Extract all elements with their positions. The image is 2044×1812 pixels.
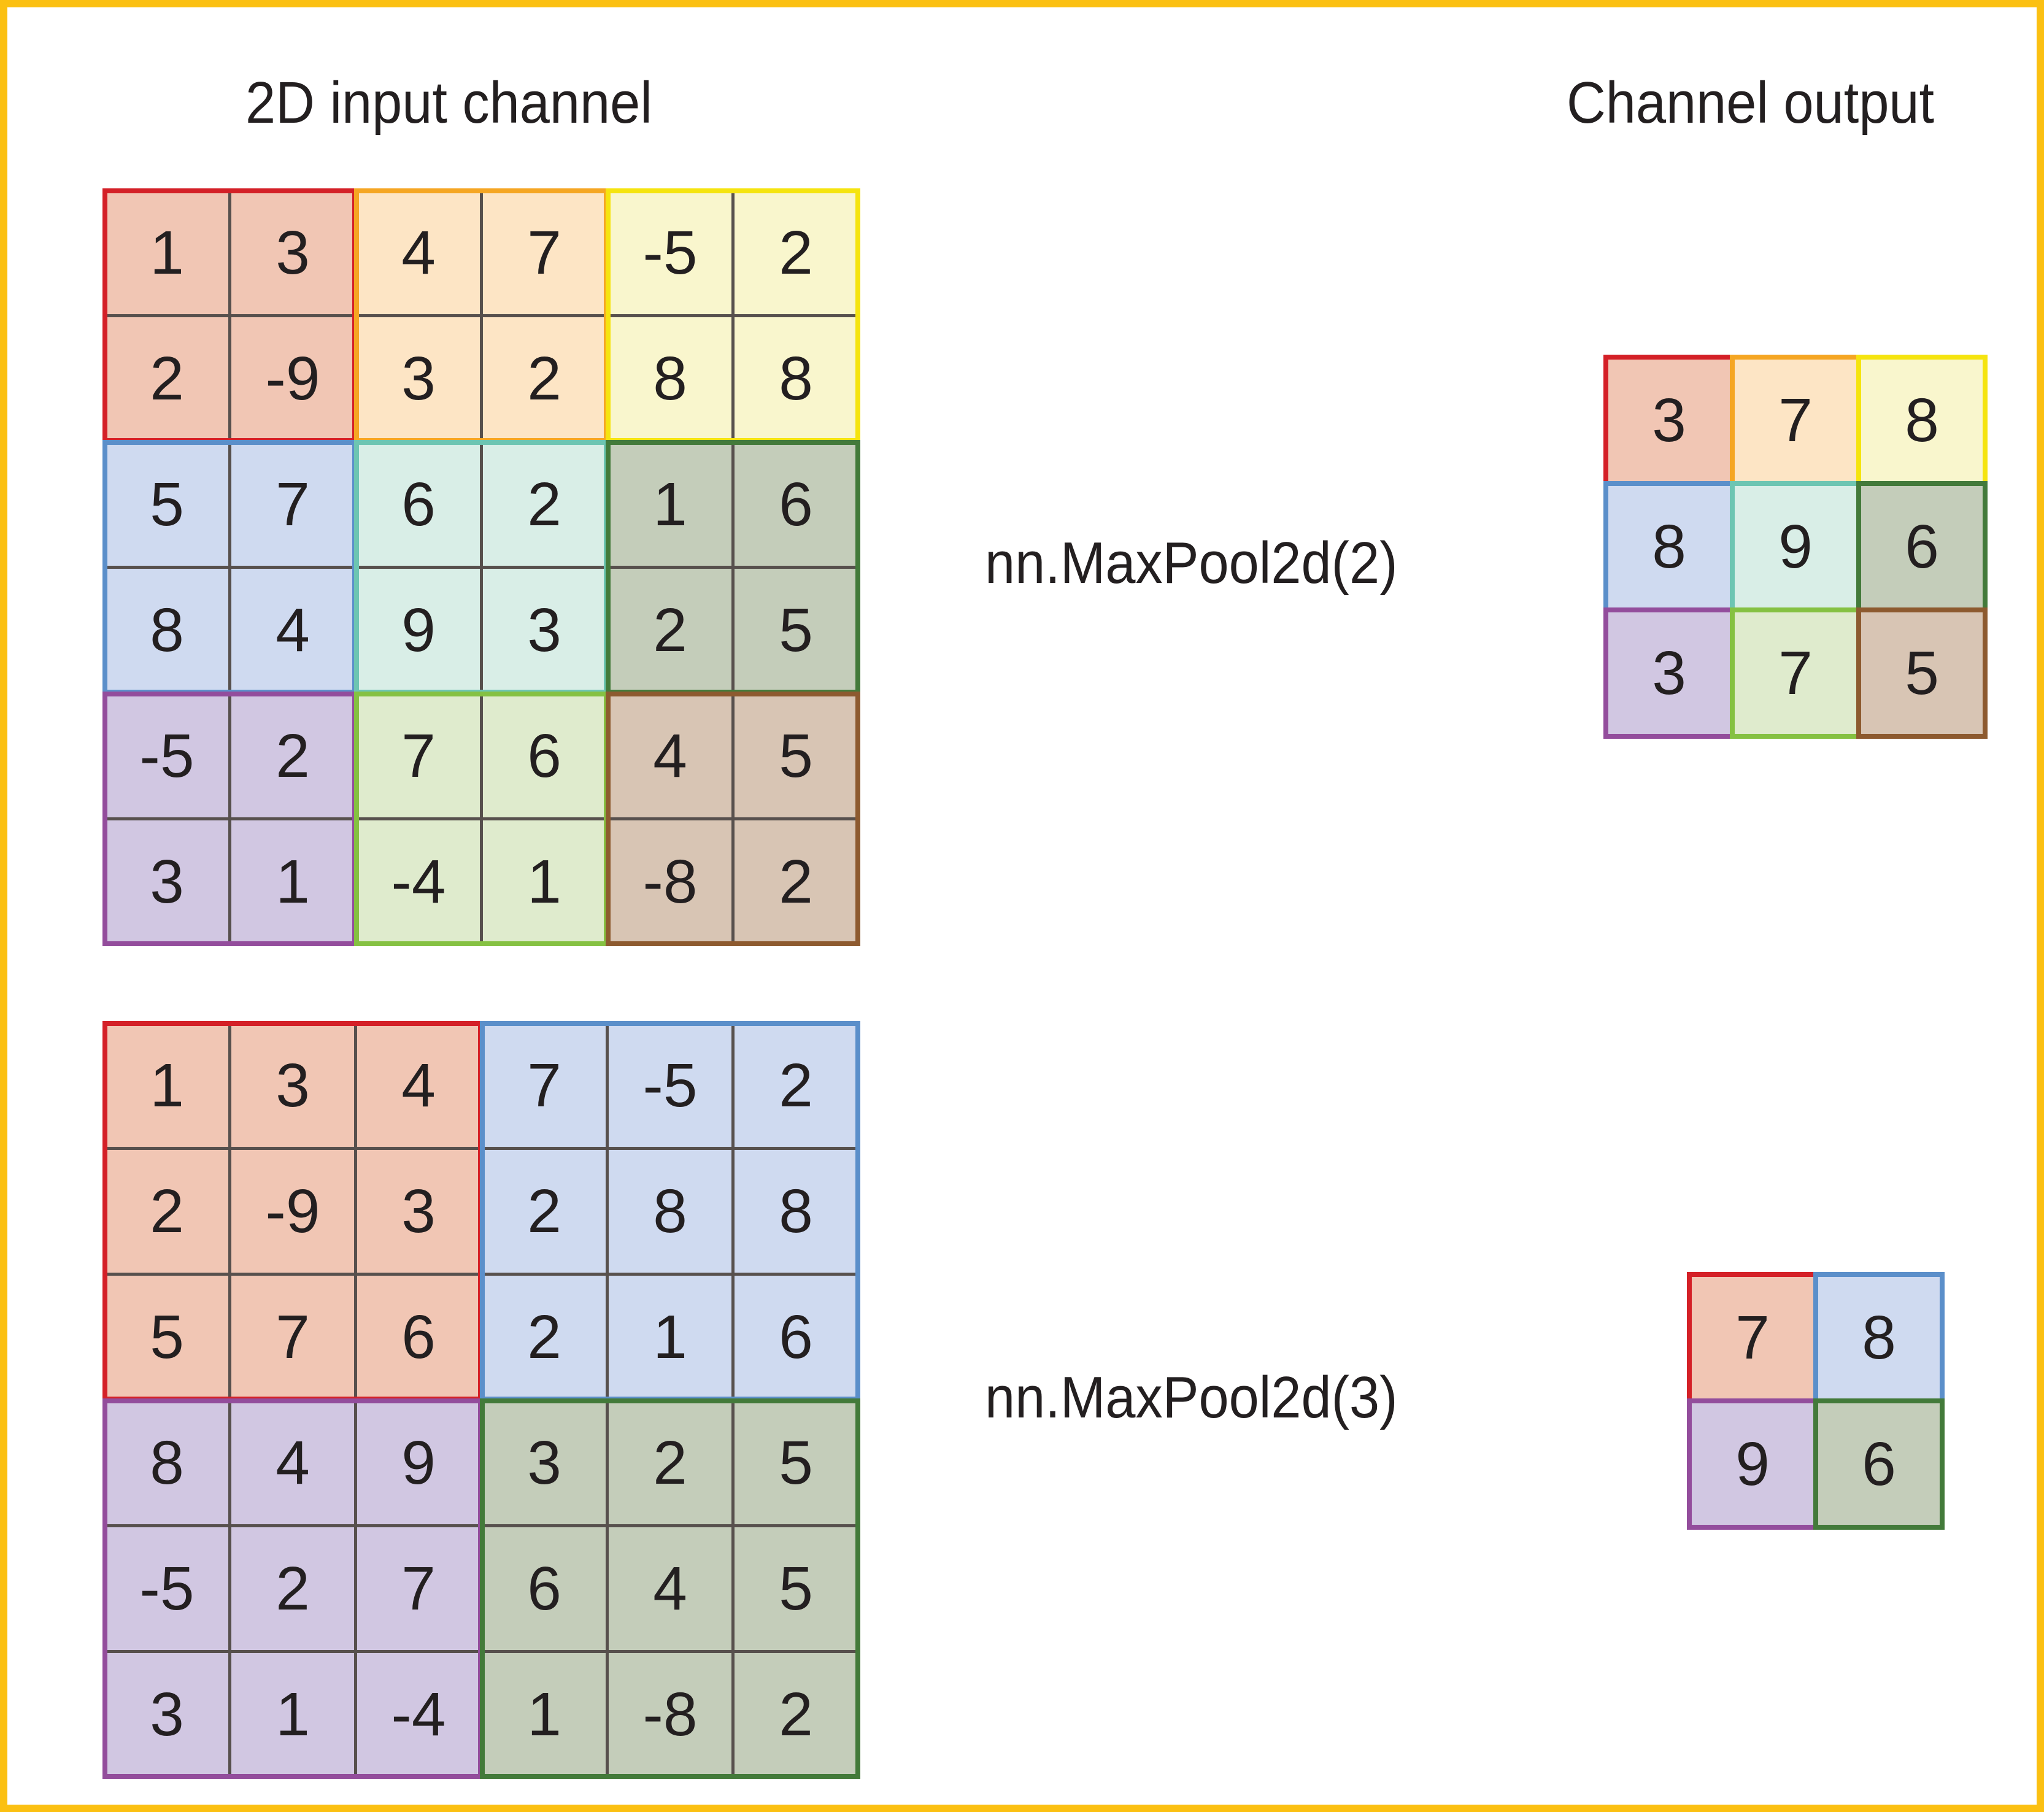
output-cell-green: 6 [1813,1398,1945,1530]
input-cell: 2 [731,1021,860,1150]
input-cell: 4 [354,1021,483,1150]
input-cell: 2 [102,314,231,443]
input-cell: 6 [354,1273,483,1401]
input-cell: 3 [354,314,483,443]
input-cell: 8 [731,1147,860,1276]
input-cell: 1 [102,188,231,317]
input-cell: 2 [731,188,860,317]
input-cell: 5 [102,1273,231,1401]
input-cell: 2 [731,817,860,946]
input-cell: 2 [102,1147,231,1276]
output-cell-red: 7 [1687,1272,1818,1403]
input-cell: 1 [480,1650,609,1779]
output-cell-red: 3 [1603,355,1735,486]
input-cell: 7 [354,1524,483,1653]
input-cell: 9 [354,1398,483,1527]
input-cell: 2 [228,1524,357,1653]
input-cell: 1 [228,1650,357,1779]
input-cell: -5 [102,1524,231,1653]
input-cell: 4 [606,692,735,820]
output-cell-blue: 8 [1603,481,1735,612]
output-cell-purple: 9 [1687,1398,1818,1530]
input-cell: -8 [606,817,735,946]
input-cell: 6 [480,692,609,820]
maxpool-3-label: nn.MaxPool2d(3) [985,1365,1398,1430]
input-cell: 4 [354,188,483,317]
maxpool-2-label: nn.MaxPool2d(2) [985,530,1398,596]
input-cell: -8 [606,1650,735,1779]
output-cell-green: 6 [1856,481,1988,612]
input-cell: 8 [606,314,735,443]
input-cell: 6 [354,440,483,569]
input-cell: -5 [102,692,231,820]
input-channel-title: 2D input channel [245,70,652,136]
input-cell: 6 [731,1273,860,1401]
input-cell: 7 [228,1273,357,1401]
input-cell: 3 [228,1021,357,1150]
input-cell: -4 [354,817,483,946]
input-cell: 2 [480,1273,609,1401]
input-cell: 7 [228,440,357,569]
input-cell: 4 [228,566,357,695]
output-cell-lime: 7 [1730,607,1861,739]
output-cell-blue: 8 [1813,1272,1945,1403]
input-cell: 2 [606,1398,735,1527]
output-cell-yellow: 8 [1856,355,1988,486]
input-cell: 2 [480,314,609,443]
input-cell: 2 [480,440,609,569]
output-cell-purple: 3 [1603,607,1735,739]
input-cell: 8 [102,566,231,695]
input-cell: 4 [228,1398,357,1527]
input-cell: -9 [228,1147,357,1276]
input-cell: 4 [606,1524,735,1653]
input-cell: 1 [228,817,357,946]
input-cell: 3 [480,566,609,695]
input-cell: 1 [606,1273,735,1401]
input-cell: 3 [480,1398,609,1527]
input-cell: 1 [102,1021,231,1150]
input-cell: 2 [731,1650,860,1779]
input-cell: 2 [480,1147,609,1276]
input-cell: 7 [480,188,609,317]
output-cell-teal: 9 [1730,481,1861,612]
input-cell: 8 [606,1147,735,1276]
input-cell: -5 [606,1021,735,1150]
input-cell: 9 [354,566,483,695]
input-cell: 8 [731,314,860,443]
input-cell: 2 [228,692,357,820]
channel-output-title: Channel output [1567,70,1935,136]
input-cell: 5 [731,566,860,695]
input-cell: 3 [102,817,231,946]
input-cell: -4 [354,1650,483,1779]
input-cell: -9 [228,314,357,443]
input-cell: 1 [606,440,735,569]
input-cell: 3 [102,1650,231,1779]
input-cell: 6 [731,440,860,569]
input-cell: 1 [480,817,609,946]
output-cell-orange: 7 [1730,355,1861,486]
input-cell: 7 [480,1021,609,1150]
input-cell: 7 [354,692,483,820]
output-cell-brown: 5 [1856,607,1988,739]
input-cell: 8 [102,1398,231,1527]
input-cell: 3 [228,188,357,317]
input-cell: 5 [731,692,860,820]
input-cell: 5 [731,1524,860,1653]
input-cell: 5 [731,1398,860,1527]
input-cell: 5 [102,440,231,569]
input-cell: 6 [480,1524,609,1653]
input-cell: 2 [606,566,735,695]
input-cell: -5 [606,188,735,317]
input-cell: 3 [354,1147,483,1276]
